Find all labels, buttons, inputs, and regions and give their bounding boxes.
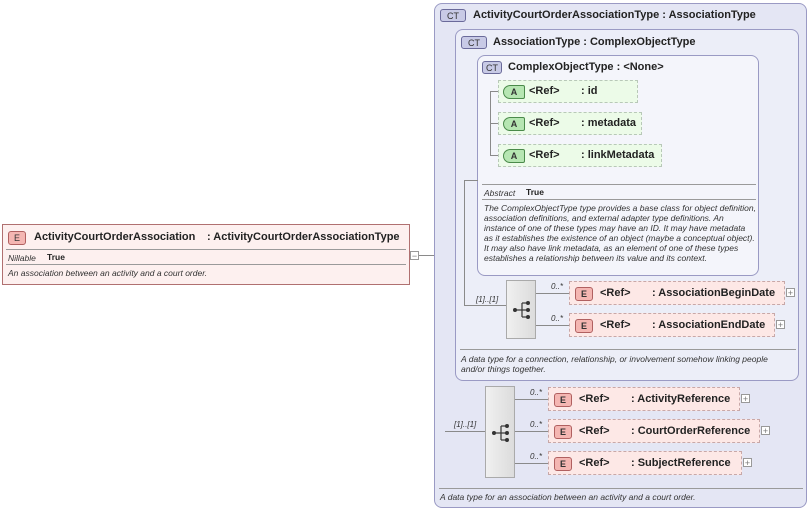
element-ref: <Ref>	[579, 393, 610, 405]
element-ref: <Ref>	[600, 319, 631, 331]
element-activity-reference[interactable]: E <Ref> : ActivityReference	[548, 387, 740, 411]
element-court-order-reference[interactable]: E <Ref> : CourtOrderReference	[548, 419, 760, 443]
association-type-title: AssociationType : ComplexObjectType	[493, 36, 696, 48]
attribute-badge: A	[503, 117, 525, 131]
connector-line	[464, 305, 507, 306]
element-badge: E	[554, 393, 572, 407]
outer-type-description: A data type for an association between a…	[440, 492, 696, 502]
collapse-toggle[interactable]: −	[410, 251, 419, 261]
attribute-badge: A	[503, 85, 525, 99]
element-cardinality: 0..*	[530, 420, 543, 429]
connector-line	[464, 180, 465, 305]
element-badge: E	[575, 287, 593, 301]
element-badge: E	[554, 457, 572, 471]
abstract-label: Abstract	[484, 188, 516, 198]
divider	[6, 264, 406, 265]
connector-line	[490, 123, 498, 124]
complex-object-type-box[interactable]: CT ComplexObjectType : <None> A <Ref> : …	[477, 55, 759, 276]
element-ref: <Ref>	[579, 457, 610, 469]
sequence-cardinality: [1]..[1]	[476, 295, 499, 304]
sequence-icon	[513, 301, 530, 319]
attribute-link-metadata[interactable]: A <Ref> : linkMetadata	[498, 144, 662, 167]
attribute-metadata[interactable]: A <Ref> : metadata	[498, 112, 642, 135]
attribute-name: : linkMetadata	[581, 149, 655, 161]
divider	[482, 184, 756, 185]
root-element-box[interactable]: E ActivityCourtOrderAssociation : Activi…	[2, 224, 410, 285]
element-subject-reference[interactable]: E <Ref> : SubjectReference	[548, 451, 742, 475]
outer-complex-type-box[interactable]: CT ActivityCourtOrderAssociationType : A…	[434, 3, 807, 508]
connector-line	[490, 91, 498, 92]
outer-type-title: ActivityCourtOrderAssociationType : Asso…	[473, 9, 756, 21]
attribute-id[interactable]: A <Ref> : id	[498, 80, 638, 103]
divider	[460, 349, 796, 350]
sequence-cardinality: [1]..[1]	[454, 420, 477, 429]
abstract-value: True	[526, 187, 544, 197]
root-element-name: ActivityCourtOrderAssociation	[34, 231, 196, 243]
sequence-compositor[interactable]	[506, 280, 536, 339]
expand-toggle[interactable]: +	[743, 458, 752, 468]
element-name: : CourtOrderReference	[631, 425, 751, 437]
attribute-badge: A	[503, 149, 525, 163]
attribute-name: : metadata	[581, 117, 637, 129]
element-association-end-date[interactable]: E <Ref> : AssociationEndDate	[569, 313, 775, 337]
element-cardinality: 0..*	[530, 388, 543, 397]
root-element-description: An association between an activity and a…	[8, 268, 208, 278]
element-name: : AssociationEndDate	[652, 319, 766, 331]
divider	[6, 249, 406, 250]
element-name: : AssociationBeginDate	[652, 287, 776, 299]
sequence-icon	[492, 424, 509, 442]
complex-type-badge: CT	[482, 61, 502, 74]
root-element-type: : ActivityCourtOrderAssociationType	[207, 231, 400, 243]
element-badge: E	[554, 425, 572, 439]
expand-toggle[interactable]: +	[741, 394, 750, 404]
connector-line	[419, 255, 444, 256]
complex-object-type-title: ComplexObjectType : <None>	[508, 61, 664, 73]
connector-line	[464, 180, 478, 181]
nillable-value: True	[47, 252, 65, 262]
connector-line	[445, 431, 485, 432]
element-name: : ActivityReference	[631, 393, 731, 405]
expand-toggle[interactable]: +	[776, 320, 785, 330]
complex-type-badge: CT	[440, 9, 466, 22]
attribute-ref: <Ref>	[529, 117, 560, 129]
connector-line	[515, 463, 548, 464]
connector-line	[536, 325, 569, 326]
expand-toggle[interactable]: +	[761, 426, 770, 436]
sequence-compositor[interactable]	[485, 386, 515, 478]
element-cardinality: 0..*	[551, 314, 564, 323]
nillable-label: Nillable	[8, 253, 36, 263]
divider	[482, 199, 756, 200]
element-name: : SubjectReference	[631, 457, 731, 469]
complex-object-type-description: The ComplexObjectType type provides a ba…	[484, 203, 756, 263]
association-type-description: A data type for a connection, relationsh…	[461, 354, 768, 374]
divider	[439, 488, 803, 489]
connector-line	[515, 431, 548, 432]
connector-line	[536, 293, 569, 294]
association-type-box[interactable]: CT AssociationType : ComplexObjectType C…	[455, 29, 799, 381]
element-cardinality: 0..*	[551, 282, 564, 291]
element-association-begin-date[interactable]: E <Ref> : AssociationBeginDate	[569, 281, 785, 305]
element-badge: E	[8, 231, 26, 245]
attribute-name: : id	[581, 85, 598, 97]
element-cardinality: 0..*	[530, 452, 543, 461]
attribute-ref: <Ref>	[529, 85, 560, 97]
attribute-ref: <Ref>	[529, 149, 560, 161]
element-badge: E	[575, 319, 593, 333]
element-ref: <Ref>	[600, 287, 631, 299]
connector-line	[515, 399, 548, 400]
connector-line	[490, 155, 498, 156]
expand-toggle[interactable]: +	[786, 288, 795, 298]
complex-type-badge: CT	[461, 36, 487, 49]
element-ref: <Ref>	[579, 425, 610, 437]
